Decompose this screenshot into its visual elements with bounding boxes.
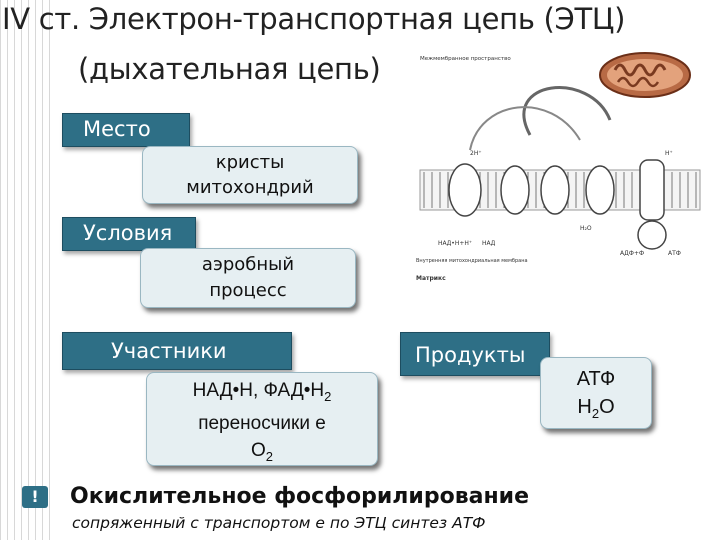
etc-diagram: Межмембранное пространство <box>410 40 710 290</box>
participants-line1: НАД•Н, ФАД•Н2 <box>147 377 377 410</box>
diagram-label-atp: АТФ <box>668 250 681 257</box>
page-title: IV ст. Электрон-транспортная цепь (ЭТЦ) <box>2 2 718 36</box>
diagram-label-nadh: НАД•Н+Н⁺ <box>438 240 472 247</box>
participants-line3: О2 <box>147 437 377 470</box>
products-line1: АТФ <box>541 365 651 393</box>
page-subtitle: (дыхательная цепь) <box>78 52 381 86</box>
diagram-label-matrix: Матрикс <box>416 275 446 282</box>
participants-line3-sub: 2 <box>266 449 273 464</box>
left-decor-stripes <box>0 0 56 540</box>
oxidative-phosphorylation-title: Окислительное фосфорилирование <box>70 484 529 509</box>
place-value-box: кристы митохондрий <box>142 146 358 204</box>
products-label: Продукты <box>400 332 550 376</box>
diagram-label-h2o: Н₂О <box>580 225 592 232</box>
conditions-value-box: аэробный процесс <box>140 248 356 308</box>
products-line2-sub: 2 <box>592 406 599 421</box>
products-line2: Н2О <box>541 393 651 428</box>
place-label: Место <box>62 113 190 147</box>
diagram-label-inner-membrane: Внутренняя митохондриальная мембрана <box>416 258 528 264</box>
conditions-value-line2: процесс <box>141 278 355 304</box>
conditions-label: Условия <box>62 217 196 251</box>
diagram-label-intermembrane: Межмембранное пространство <box>420 56 511 62</box>
place-value-line1: кристы <box>143 150 357 175</box>
participants-line1-sub: 2 <box>324 389 331 404</box>
participants-line2: переносчики е <box>147 410 377 437</box>
place-label-text: Место <box>83 117 151 141</box>
diagram-label-nad: НАД <box>482 240 496 247</box>
diagram-label-adp: АДФ+Ф <box>620 250 644 257</box>
participants-label-text: Участники <box>111 339 227 363</box>
oxidative-phosphorylation-definition: сопряженный с транспортом е по ЭТЦ синте… <box>72 514 486 532</box>
diagram-label-h: Н⁺ <box>665 150 673 157</box>
participants-value-box: НАД•Н, ФАД•Н2 переносчики е О2 <box>146 372 378 466</box>
mitochondrion-icon <box>600 53 690 97</box>
products-value-box: АТФ Н2О <box>540 357 652 429</box>
diagram-label-2h: 2Н⁺ <box>470 150 482 157</box>
conditions-label-text: Условия <box>83 221 172 245</box>
participants-label: Участники <box>62 332 292 370</box>
products-label-text: Продукты <box>415 343 525 367</box>
conditions-value-line1: аэробный <box>141 252 355 278</box>
place-value-line2: митохондрий <box>143 175 357 200</box>
exclamation-icon: ! <box>22 486 48 508</box>
